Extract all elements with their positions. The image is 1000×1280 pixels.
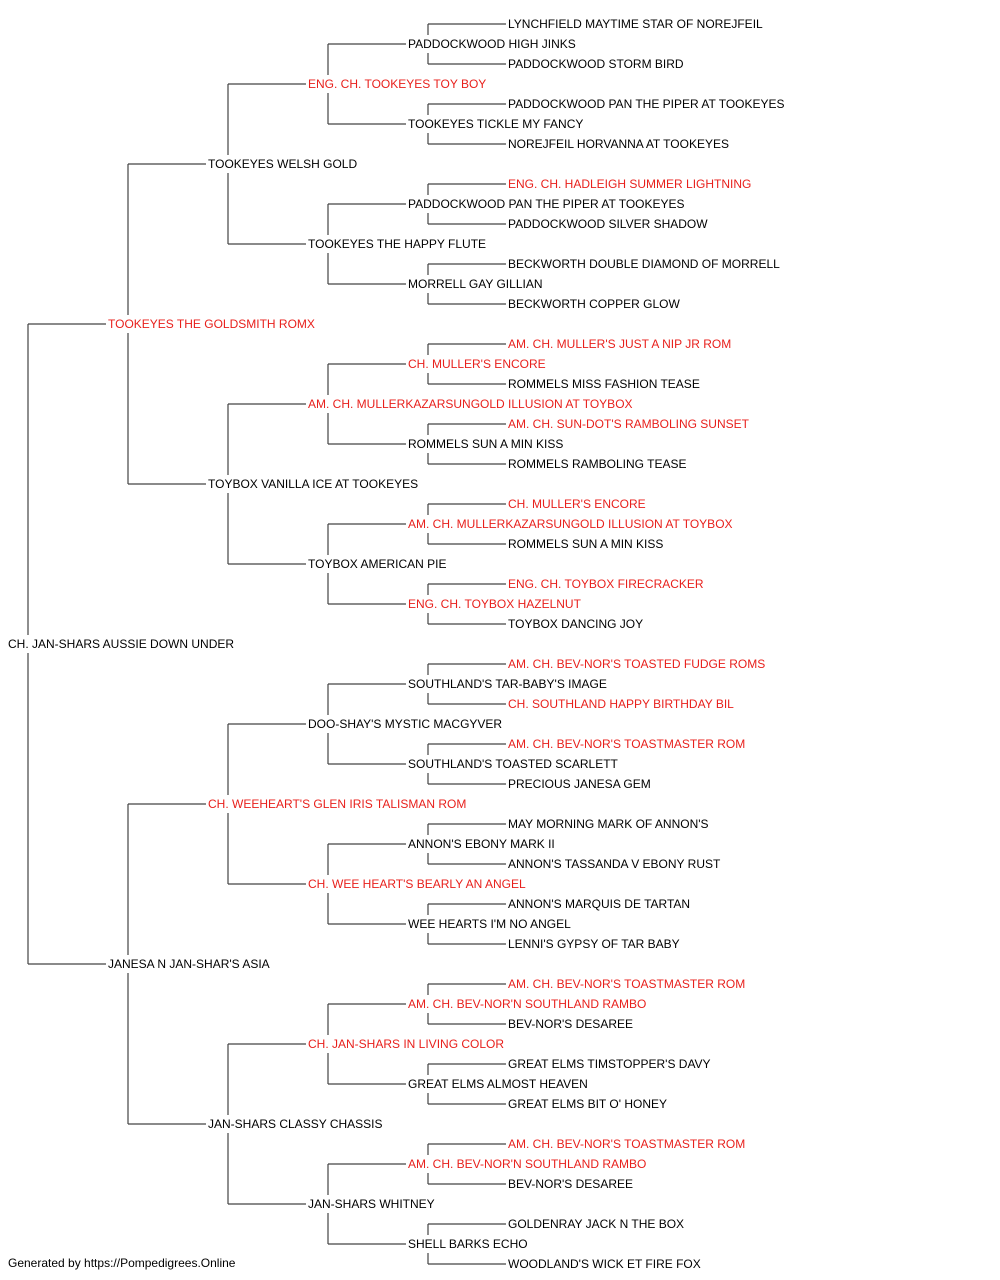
undefined-name: ROMMELS RAMBOLING TEASE (508, 457, 686, 471)
great-great-grandparent-name: PADDOCKWOOD HIGH JINKS (408, 37, 576, 51)
undefined-name: PADDOCKWOOD PAN THE PIPER AT TOOKEYES (508, 97, 785, 111)
great-great-grandparent-name: AM. CH. BEV-NOR'N SOUTHLAND RAMBO (408, 997, 646, 1011)
undefined-name: MAY MORNING MARK OF ANNON'S (508, 817, 709, 831)
undefined-name: LYNCHFIELD MAYTIME STAR OF NOREJFEIL (508, 17, 763, 31)
parent-name: TOOKEYES THE GOLDSMITH ROMX (108, 317, 315, 331)
great-great-grandparent-name: ROMMELS SUN A MIN KISS (408, 437, 563, 451)
undefined-name: AM. CH. BEV-NOR'S TOASTED FUDGE ROMS (508, 657, 765, 671)
great-grandparent-name: DOO-SHAY'S MYSTIC MACGYVER (308, 717, 502, 731)
great-great-grandparent-name: MORRELL GAY GILLIAN (408, 277, 543, 291)
great-grandparent-name: ENG. CH. TOOKEYES TOY BOY (308, 77, 486, 91)
undefined-name: BEV-NOR'S DESAREE (508, 1177, 633, 1191)
undefined-name: GOLDENRAY JACK N THE BOX (508, 1217, 684, 1231)
undefined-name: ANNON'S TASSANDA V EBONY RUST (508, 857, 721, 871)
undefined-name: ENG. CH. TOYBOX FIRECRACKER (508, 577, 704, 591)
great-great-grandparent-name: AM. CH. BEV-NOR'N SOUTHLAND RAMBO (408, 1157, 646, 1171)
undefined-name: BECKWORTH COPPER GLOW (508, 297, 680, 311)
undefined-name: ANNON'S MARQUIS DE TARTAN (508, 897, 690, 911)
undefined-name: ENG. CH. HADLEIGH SUMMER LIGHTNING (508, 177, 751, 191)
grandparent-name: TOOKEYES WELSH GOLD (208, 157, 357, 171)
subject-name: CH. JAN-SHARS AUSSIE DOWN UNDER (8, 637, 234, 651)
undefined-name: GREAT ELMS TIMSTOPPER'S DAVY (508, 1057, 711, 1071)
great-great-grandparent-name: PADDOCKWOOD PAN THE PIPER AT TOOKEYES (408, 197, 685, 211)
footer-credit: Generated by https://Pompedigrees.Online (8, 1256, 236, 1270)
undefined-name: PADDOCKWOOD SILVER SHADOW (508, 217, 708, 231)
undefined-name: GREAT ELMS BIT O' HONEY (508, 1097, 667, 1111)
great-grandparent-name: CH. JAN-SHARS IN LIVING COLOR (308, 1037, 504, 1051)
grandparent-name: JAN-SHARS CLASSY CHASSIS (208, 1117, 383, 1131)
great-great-grandparent-name: SOUTHLAND'S TOASTED SCARLETT (408, 757, 619, 771)
great-grandparent-name: JAN-SHARS WHITNEY (308, 1197, 435, 1211)
undefined-name: AM. CH. MULLER'S JUST A NIP JR ROM (508, 337, 731, 351)
grandparent-name: CH. WEEHEART'S GLEN IRIS TALISMAN ROM (208, 797, 466, 811)
grandparent-name: TOYBOX VANILLA ICE AT TOOKEYES (208, 477, 418, 491)
great-great-grandparent-name: CH. MULLER'S ENCORE (408, 357, 546, 371)
undefined-name: WOODLAND'S WICK ET FIRE FOX (508, 1257, 701, 1271)
undefined-name: CH. SOUTHLAND HAPPY BIRTHDAY BIL (508, 697, 734, 711)
undefined-name: AM. CH. BEV-NOR'S TOASTMASTER ROM (508, 977, 745, 991)
undefined-name: LENNI'S GYPSY OF TAR BABY (508, 937, 680, 951)
undefined-name: BEV-NOR'S DESAREE (508, 1017, 633, 1031)
great-great-grandparent-name: ANNON'S EBONY MARK II (408, 837, 555, 851)
undefined-name: AM. CH. SUN-DOT'S RAMBOLING SUNSET (508, 417, 750, 431)
undefined-name: PRECIOUS JANESA GEM (508, 777, 651, 791)
undefined-name: NOREJFEIL HORVANNA AT TOOKEYES (508, 137, 729, 151)
great-great-grandparent-name: ENG. CH. TOYBOX HAZELNUT (408, 597, 582, 611)
undefined-name: TOYBOX DANCING JOY (508, 617, 643, 631)
great-grandparent-name: AM. CH. MULLERKAZARSUNGOLD ILLUSION AT T… (308, 397, 633, 411)
great-great-grandparent-name: SHELL BARKS ECHO (408, 1237, 528, 1251)
great-great-grandparent-name: AM. CH. MULLERKAZARSUNGOLD ILLUSION AT T… (408, 517, 733, 531)
great-great-grandparent-name: GREAT ELMS ALMOST HEAVEN (408, 1077, 588, 1091)
undefined-name: AM. CH. BEV-NOR'S TOASTMASTER ROM (508, 737, 745, 751)
parent-name: JANESA N JAN-SHAR'S ASIA (108, 957, 270, 971)
undefined-name: AM. CH. BEV-NOR'S TOASTMASTER ROM (508, 1137, 745, 1151)
great-great-grandparent-name: SOUTHLAND'S TAR-BABY'S IMAGE (408, 677, 607, 691)
great-great-grandparent-name: TOOKEYES TICKLE MY FANCY (408, 117, 583, 131)
undefined-name: ROMMELS SUN A MIN KISS (508, 537, 663, 551)
great-grandparent-name: TOOKEYES THE HAPPY FLUTE (308, 237, 486, 251)
great-grandparent-name: CH. WEE HEART'S BEARLY AN ANGEL (308, 877, 526, 891)
undefined-name: ROMMELS MISS FASHION TEASE (508, 377, 700, 391)
great-great-grandparent-name: WEE HEARTS I'M NO ANGEL (408, 917, 571, 931)
undefined-name: PADDOCKWOOD STORM BIRD (508, 57, 684, 71)
great-grandparent-name: TOYBOX AMERICAN PIE (308, 557, 446, 571)
undefined-name: CH. MULLER'S ENCORE (508, 497, 646, 511)
undefined-name: BECKWORTH DOUBLE DIAMOND OF MORRELL (508, 257, 780, 271)
